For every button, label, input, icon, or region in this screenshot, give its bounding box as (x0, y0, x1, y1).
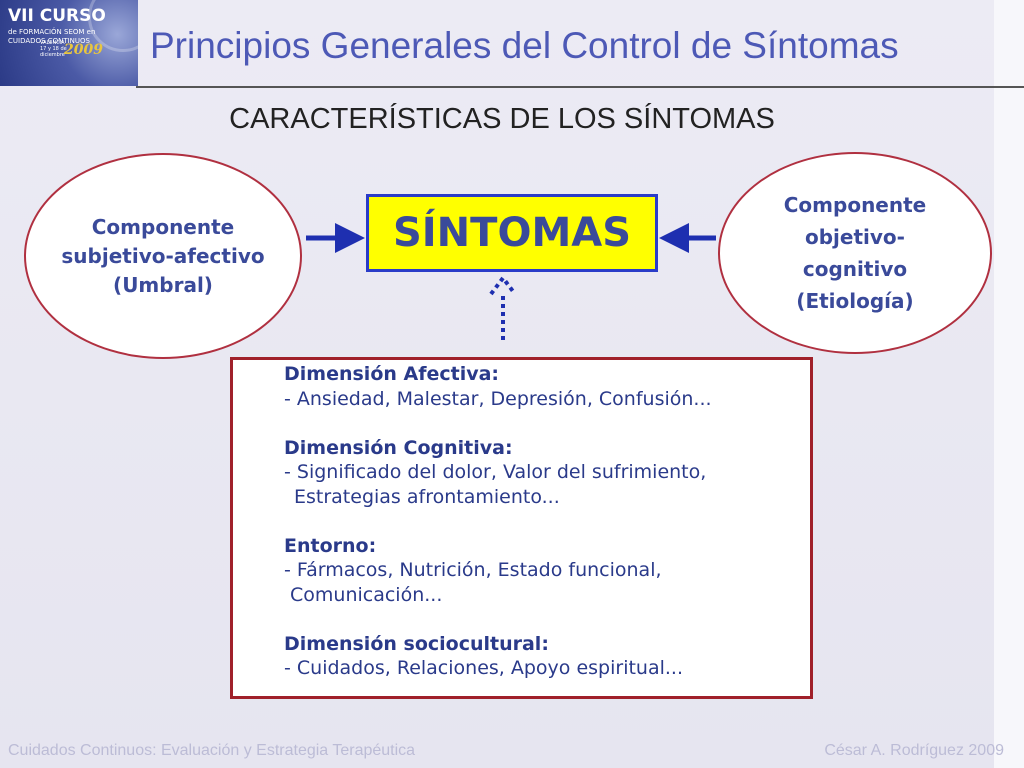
cognitiva-item-1: - Significado del dolor, Valor del sufri… (284, 461, 707, 483)
afectiva-heading: Dimensión Afectiva: (284, 363, 500, 385)
section-subtitle: CARACTERÍSTICAS DE LOS SÍNTOMAS (229, 103, 775, 135)
page-title: Principios Generales del Control de Sínt… (150, 25, 899, 66)
logo-line2: de FORMACIÓN SEOM en CUIDADOS CONTINUOS (8, 28, 96, 45)
bottom-arrow-head (489, 274, 517, 296)
title-divider (136, 86, 1024, 88)
entorno-item-1: - Fármacos, Nutrición, Estado funcional, (284, 559, 662, 581)
course-logo: VII CURSO de FORMACIÓN SEOM en CUIDADOS … (0, 0, 138, 86)
logo-line1: VII CURSO (8, 6, 106, 26)
right-ellipse-label: Componente objetivo- cognitivo (Etiologí… (783, 193, 927, 313)
central-node-box: SÍNTOMAS (366, 194, 658, 272)
dimensions-content: Dimensión Afectiva: - Ansiedad, Malestar… (284, 362, 712, 681)
afectiva-item: - Ansiedad, Malestar, Depresión, Confusi… (284, 387, 712, 410)
footer-author: César A. Rodríguez 2009 (824, 742, 1004, 759)
logo-line3: VALENCIA 17 y 18 de diciembre (40, 40, 67, 58)
logo-arc (88, 0, 138, 52)
cognitiva-heading: Dimensión Cognitiva: (284, 436, 513, 459)
central-node-label: SÍNTOMAS (392, 210, 632, 256)
footer-course-title: Cuidados Continuos: Evaluación y Estrate… (8, 742, 416, 759)
entorno-heading: Entorno: (284, 534, 377, 557)
entorno-item-2: Comunicación... (290, 583, 443, 606)
right-strip (994, 0, 1024, 768)
right-ellipse-node: Componente objetivo- cognitivo (Etiologí… (718, 152, 992, 354)
left-ellipse-label: Componente subjetivo-afectivo (Umbral) (61, 214, 265, 297)
cognitiva-item-2: Estrategias afrontamiento... (294, 485, 560, 508)
left-ellipse-node: Componente subjetivo-afectivo (Umbral) (24, 153, 302, 359)
dimensions-box (230, 357, 813, 699)
sociocultural-item: - Cuidados, Relaciones, Apoyo espiritual… (284, 657, 684, 679)
sociocultural-heading: Dimensión sociocultural: (284, 632, 549, 655)
logo-year: 2009 (64, 42, 103, 58)
